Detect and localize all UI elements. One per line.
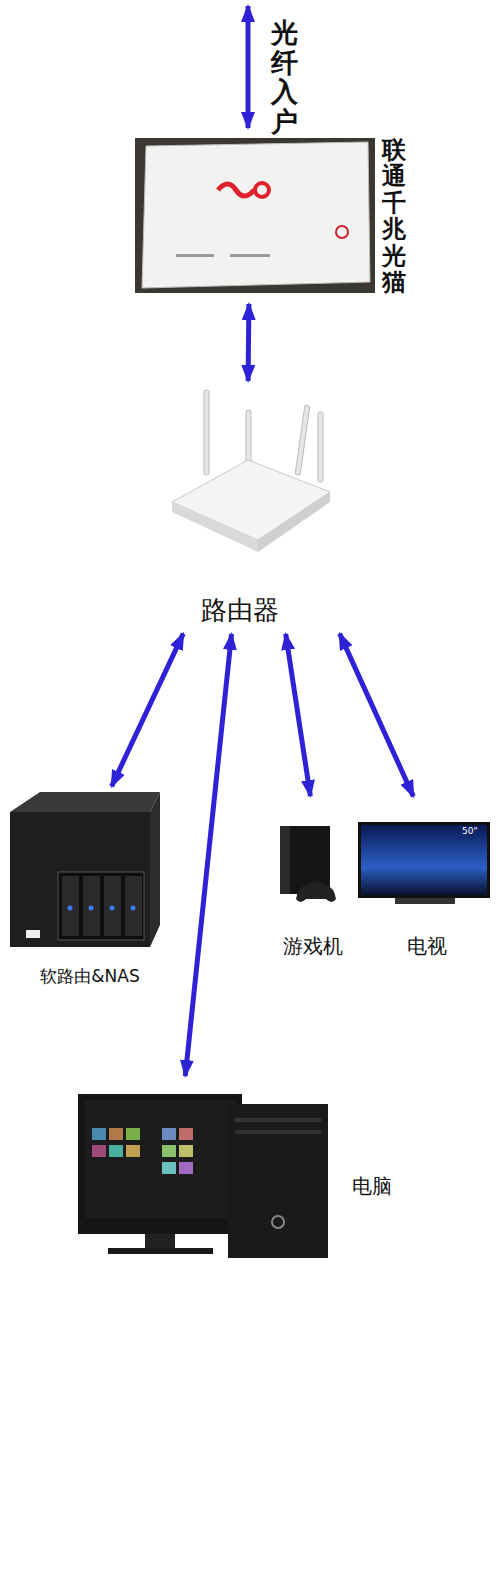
modem-node: 联通千兆光猫 [135, 135, 417, 300]
device-label: 软路由&NAS [40, 965, 139, 988]
router-node: 路由器 [160, 385, 345, 630]
console-picture [280, 826, 336, 902]
device-label: 路由器 [201, 593, 279, 628]
device-label: 电脑 [352, 1173, 392, 1200]
link-arrow [112, 634, 184, 787]
link-arrow [246, 304, 252, 381]
modem-picture [135, 138, 375, 293]
nas-node: 软路由&NAS [8, 790, 175, 995]
tv-size-label: 50" [462, 826, 478, 836]
link-arrow [340, 634, 414, 797]
pc-picture [78, 1094, 328, 1258]
fiber-label: 光纤入户 [271, 18, 298, 137]
fiber-arrow [246, 6, 251, 128]
tv-node: 电视 [355, 800, 492, 965]
link-arrow [185, 634, 231, 1076]
console-node: 游戏机 [270, 800, 352, 965]
link-arrow [286, 634, 311, 796]
device-label: 电视 [407, 933, 447, 960]
device-label: 游戏机 [283, 933, 343, 960]
pc-node: 电脑 [75, 1080, 400, 1265]
router-picture [172, 390, 330, 552]
device-label: 联通千兆光猫 [382, 137, 406, 295]
nas-picture [10, 792, 160, 947]
tv-picture [358, 822, 490, 904]
